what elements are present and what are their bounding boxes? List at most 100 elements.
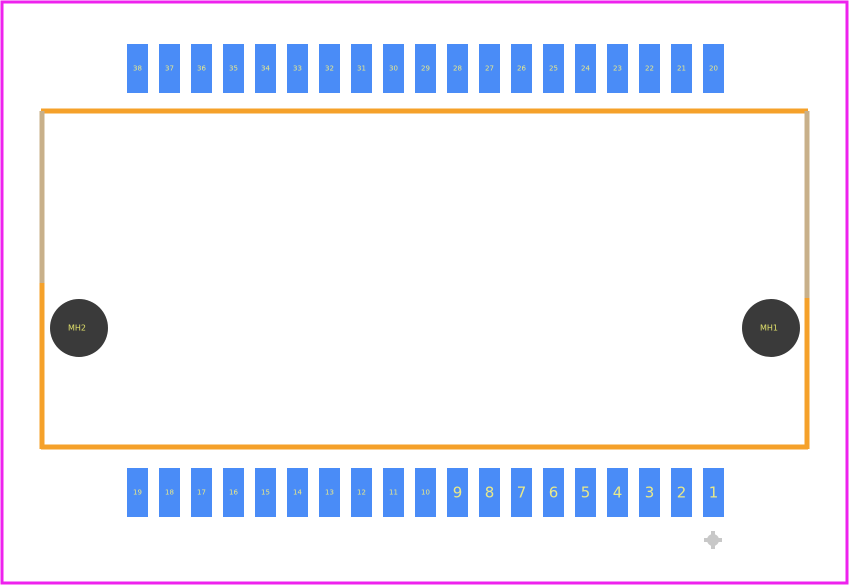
- pad-37[interactable]: 37: [159, 44, 180, 93]
- pad-1-copper[interactable]: [703, 468, 724, 517]
- pad-6-label: 6: [549, 484, 559, 502]
- pad-36-copper[interactable]: [191, 44, 212, 93]
- pad-22-copper[interactable]: [639, 44, 660, 93]
- pad-7-copper[interactable]: [511, 468, 532, 517]
- pad-15-copper[interactable]: [255, 468, 276, 517]
- pad-9-copper[interactable]: [447, 468, 468, 517]
- pad-16-copper[interactable]: [223, 468, 244, 517]
- pad-23[interactable]: 23: [607, 44, 628, 93]
- pad-22[interactable]: 22: [639, 44, 660, 93]
- mounting-hole-right-pad[interactable]: [742, 299, 800, 357]
- pad-6-copper[interactable]: [543, 468, 564, 517]
- pad-33-copper[interactable]: [287, 44, 308, 93]
- pad-9[interactable]: 9: [447, 468, 468, 517]
- pad-8-label: 8: [485, 484, 495, 502]
- pad-16[interactable]: 16: [223, 468, 244, 517]
- pad-32[interactable]: 32: [319, 44, 340, 93]
- pad-24[interactable]: 24: [575, 44, 596, 93]
- pad-38[interactable]: 38: [127, 44, 148, 93]
- pad-27[interactable]: 27: [479, 44, 500, 93]
- pad-36[interactable]: 36: [191, 44, 212, 93]
- pad-26[interactable]: 26: [511, 44, 532, 93]
- pad-1[interactable]: 1: [703, 468, 724, 517]
- pad-14[interactable]: 14: [287, 468, 308, 517]
- pad-19-copper[interactable]: [127, 468, 148, 517]
- pad-28-copper[interactable]: [447, 44, 468, 93]
- pad-11-copper[interactable]: [383, 468, 404, 517]
- pad-24-copper[interactable]: [575, 44, 596, 93]
- pad-21-label: 21: [677, 65, 686, 73]
- pad-20-copper[interactable]: [703, 44, 724, 93]
- pad-7[interactable]: 7: [511, 468, 532, 517]
- pad-35-copper[interactable]: [223, 44, 244, 93]
- pad-31-copper[interactable]: [351, 44, 372, 93]
- pad-23-copper[interactable]: [607, 44, 628, 93]
- pad-23-label: 23: [613, 65, 622, 73]
- pad-29-copper[interactable]: [415, 44, 436, 93]
- pad-6[interactable]: 6: [543, 468, 564, 517]
- pad-20-label: 20: [709, 65, 718, 73]
- mounting-hole-right: MH1: [742, 299, 800, 357]
- pad-3-copper[interactable]: [639, 468, 660, 517]
- pad-11[interactable]: 11: [383, 468, 404, 517]
- pad-35[interactable]: 35: [223, 44, 244, 93]
- pad-12[interactable]: 12: [351, 468, 372, 517]
- pad-2[interactable]: 2: [671, 468, 692, 517]
- pad-17[interactable]: 17: [191, 468, 212, 517]
- pad-10[interactable]: 10: [415, 468, 436, 517]
- pad-12-copper[interactable]: [351, 468, 372, 517]
- pad-25-label: 25: [549, 65, 558, 73]
- pad-29[interactable]: 29: [415, 44, 436, 93]
- pad-14-copper[interactable]: [287, 468, 308, 517]
- silkscreen-body: [39, 108, 810, 450]
- pad-34[interactable]: 34: [255, 44, 276, 93]
- pad-25[interactable]: 25: [543, 44, 564, 93]
- pad-33[interactable]: 33: [287, 44, 308, 93]
- pad-7-label: 7: [517, 484, 527, 502]
- pad-30-copper[interactable]: [383, 44, 404, 93]
- pad-13-label: 13: [325, 489, 334, 497]
- pad-3[interactable]: 3: [639, 468, 660, 517]
- pad-30[interactable]: 30: [383, 44, 404, 93]
- pad-19[interactable]: 19: [127, 468, 148, 517]
- pad-20[interactable]: 20: [703, 44, 724, 93]
- pad-8-copper[interactable]: [479, 468, 500, 517]
- pad-18-copper[interactable]: [159, 468, 180, 517]
- pad-25-copper[interactable]: [543, 44, 564, 93]
- crosshair-origin-icon: [704, 531, 722, 549]
- pad-4-copper[interactable]: [607, 468, 628, 517]
- pad-37-copper[interactable]: [159, 44, 180, 93]
- pad-21[interactable]: 21: [671, 44, 692, 93]
- pad-27-copper[interactable]: [479, 44, 500, 93]
- pad-34-copper[interactable]: [255, 44, 276, 93]
- pad-16-label: 16: [229, 489, 238, 497]
- pad-31-label: 31: [357, 65, 366, 73]
- pad-13-copper[interactable]: [319, 468, 340, 517]
- pad-26-copper[interactable]: [511, 44, 532, 93]
- mounting-hole-left-pad[interactable]: [50, 299, 108, 357]
- pad-21-copper[interactable]: [671, 44, 692, 93]
- pad-34-label: 34: [261, 65, 270, 73]
- pad-28[interactable]: 28: [447, 44, 468, 93]
- pad-36-label: 36: [197, 65, 206, 73]
- pad-18[interactable]: 18: [159, 468, 180, 517]
- pad-38-copper[interactable]: [127, 44, 148, 93]
- pad-15[interactable]: 15: [255, 468, 276, 517]
- pad-31[interactable]: 31: [351, 44, 372, 93]
- pad-17-copper[interactable]: [191, 468, 212, 517]
- mounting-hole-left: MH2: [50, 299, 108, 357]
- pad-5-copper[interactable]: [575, 468, 596, 517]
- pad-2-copper[interactable]: [671, 468, 692, 517]
- pad-5[interactable]: 5: [575, 468, 596, 517]
- pad-10-copper[interactable]: [415, 468, 436, 517]
- pad-26-label: 26: [517, 65, 526, 73]
- pad-8[interactable]: 8: [479, 468, 500, 517]
- pad-32-label: 32: [325, 65, 334, 73]
- pad-32-copper[interactable]: [319, 44, 340, 93]
- pad-19-label: 19: [133, 489, 142, 497]
- pad-13[interactable]: 13: [319, 468, 340, 517]
- mounting-hole-right-label: MH1: [760, 324, 778, 333]
- pad-4[interactable]: 4: [607, 468, 628, 517]
- pad-30-label: 30: [389, 65, 398, 73]
